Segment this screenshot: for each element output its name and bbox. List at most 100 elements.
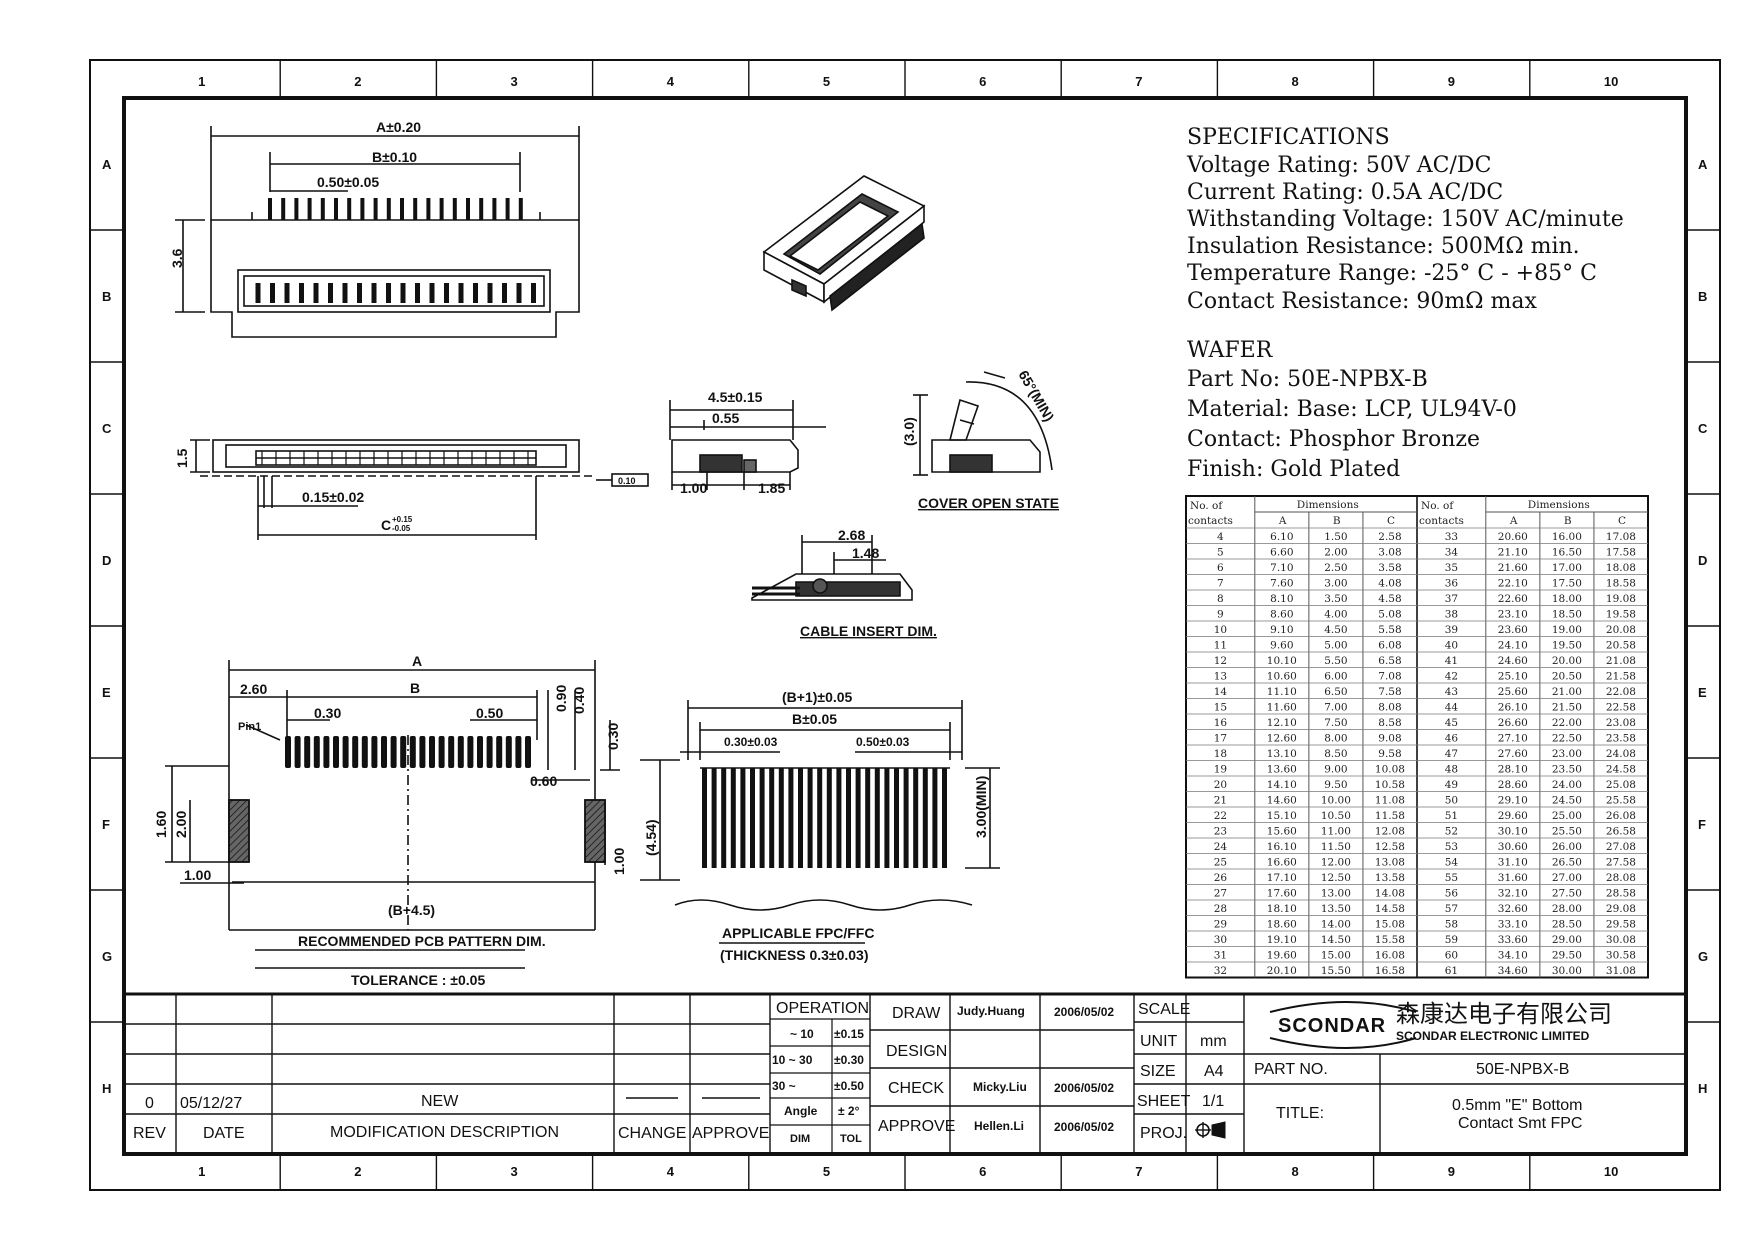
operation-range-2: 10 ~ 30 xyxy=(772,1053,813,1067)
table-cell: 25.10 xyxy=(1498,671,1528,683)
fpc-finger xyxy=(942,768,947,868)
table-cell: 11.00 xyxy=(1321,826,1351,838)
fpc-fingers xyxy=(702,768,947,868)
table-cell: 17.00 xyxy=(1552,562,1582,574)
table-cell: 30.00 xyxy=(1552,965,1582,977)
table-cell: 25.08 xyxy=(1606,779,1636,791)
dim-a-tol: A±0.20 xyxy=(376,119,421,135)
sheet-value: 1/1 xyxy=(1202,1093,1224,1110)
table-cell: 8.60 xyxy=(1270,609,1293,621)
dim-pcb-b: B xyxy=(410,680,420,696)
table-cell: 14.50 xyxy=(1321,934,1351,946)
table-cell: 14.00 xyxy=(1321,919,1351,931)
front-pin xyxy=(334,198,338,220)
table-cell: 19.08 xyxy=(1606,593,1636,605)
table-cell: 52 xyxy=(1445,826,1458,838)
zone-col-top: 1 xyxy=(198,74,205,89)
dim-cable-w2: 1.48 xyxy=(852,545,879,561)
table-header-contacts: No. of xyxy=(1421,500,1454,512)
table-cell: 19 xyxy=(1214,764,1227,776)
pcb-pad xyxy=(429,736,435,768)
table-cell: 59 xyxy=(1445,934,1458,946)
dim-pin-width: 0.15±0.02 xyxy=(302,489,364,505)
table-cell: 21.00 xyxy=(1552,686,1582,698)
table-cell: 40 xyxy=(1445,640,1458,652)
fpc-finger xyxy=(865,768,871,868)
zone-col-bottom: 1 xyxy=(198,1164,205,1179)
table-cell: 7.00 xyxy=(1324,702,1347,714)
table-cell: 18.08 xyxy=(1606,562,1636,574)
spec-line-temperature: Temperature Range: -25° C - +85° C xyxy=(1187,261,1597,286)
front-contact xyxy=(386,283,391,303)
table-cell: 22.08 xyxy=(1606,686,1636,698)
table-cell: 9.60 xyxy=(1270,640,1293,652)
table-cell: 16.50 xyxy=(1552,547,1582,559)
front-pin xyxy=(466,198,470,220)
table-cell: 14.60 xyxy=(1267,795,1297,807)
operation-tol-3: ±0.50 xyxy=(834,1079,864,1093)
dim-pcb-b45: (B+4.5) xyxy=(388,902,435,918)
wafer-line-material: Material: Base: LCP, UL94V-0 xyxy=(1187,397,1517,422)
table-cell: 30.60 xyxy=(1498,841,1528,853)
table-cell: 28 xyxy=(1214,903,1227,915)
table-cell: 26.10 xyxy=(1498,702,1528,714)
table-cell: 33.10 xyxy=(1498,919,1528,931)
table-cell: 4.00 xyxy=(1324,609,1347,621)
dim-c-tol-dn: -0.05 xyxy=(392,524,411,533)
front-pin xyxy=(386,198,391,220)
zone-row-right: D xyxy=(1698,553,1707,568)
fpc-finger xyxy=(922,768,928,868)
table-cell: 35 xyxy=(1445,562,1458,574)
front-contact xyxy=(299,283,304,303)
table-cell: 58 xyxy=(1445,919,1458,931)
dim-pcb-050: 0.50 xyxy=(476,705,503,721)
table-cell: 29 xyxy=(1214,919,1227,931)
fpc-label: APPLICABLE FPC/FFC xyxy=(722,925,874,941)
sheet-label: SHEET xyxy=(1137,1093,1191,1110)
front-pin xyxy=(373,198,378,220)
table-cell: 44 xyxy=(1445,702,1459,714)
table-cell: 26.00 xyxy=(1552,841,1582,853)
table-cell: 33 xyxy=(1445,531,1458,543)
table-cell: 20.58 xyxy=(1606,640,1636,652)
table-cell: 45 xyxy=(1445,717,1458,729)
table-cell: 5.08 xyxy=(1378,609,1401,621)
table-cell: 13.58 xyxy=(1375,872,1405,884)
pcb-pad xyxy=(371,736,378,768)
table-cell: 9.08 xyxy=(1378,733,1401,745)
fpc-finger xyxy=(894,768,899,868)
side-profile xyxy=(669,400,826,490)
table-cell: 20.60 xyxy=(1498,531,1528,543)
table-cell: 42 xyxy=(1445,671,1458,683)
pcb-pad xyxy=(342,736,349,768)
front-contact xyxy=(400,283,406,303)
pcb-pad xyxy=(457,736,464,768)
front-contact xyxy=(255,283,261,303)
front-contact xyxy=(444,283,449,303)
pcb-pad xyxy=(496,736,503,768)
dim-pitch: 0.50±0.05 xyxy=(317,174,379,190)
table-cell: 29.08 xyxy=(1606,903,1636,915)
pcb-pad xyxy=(419,736,426,768)
table-cell: 10.08 xyxy=(1375,764,1405,776)
table-cell: 28.60 xyxy=(1498,779,1528,791)
zone-row-left: E xyxy=(102,685,111,700)
size-label: SIZE xyxy=(1140,1063,1176,1080)
table-cell: 8.58 xyxy=(1378,717,1401,729)
table-cell: 27.00 xyxy=(1552,872,1582,884)
pcb-pad xyxy=(285,736,291,768)
table-cell: 11.10 xyxy=(1267,686,1297,698)
table-cell: 21.08 xyxy=(1606,655,1636,667)
zone-col-bottom: 2 xyxy=(354,1164,361,1179)
table-cell: 61 xyxy=(1445,965,1458,977)
dim-pcb-454: (4.54) xyxy=(643,819,659,856)
specifications-block: SPECIFICATIONS Voltage Rating: 50V AC/DC… xyxy=(1186,125,1624,482)
table-cell: 27.10 xyxy=(1498,733,1528,745)
operation-title: OPERATION xyxy=(776,1000,869,1017)
pcb-pattern xyxy=(165,660,680,969)
table-cell: 6.50 xyxy=(1324,686,1347,698)
zone-col-top: 9 xyxy=(1448,74,1455,89)
zone-row-left: A xyxy=(102,157,112,172)
spec-line-current: Current Rating: 0.5A AC/DC xyxy=(1187,180,1503,205)
wafer-line-contact: Contact: Phosphor Bronze xyxy=(1187,427,1480,452)
